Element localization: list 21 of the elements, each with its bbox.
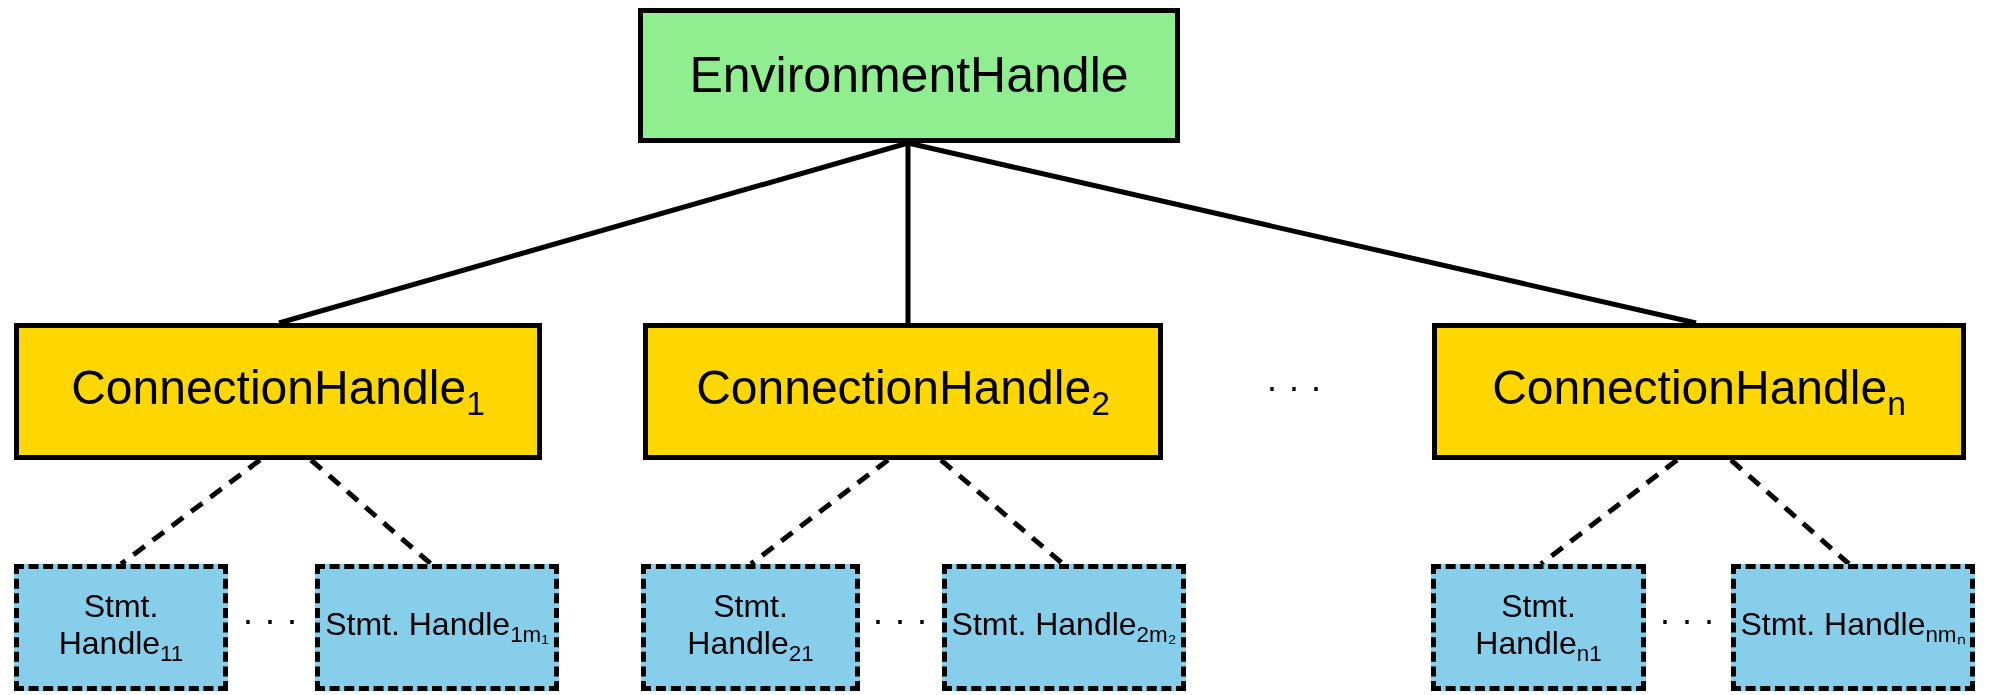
parent-box: ConnectionHandle$_{2}$ xyxy=(643,323,1163,460)
child-box: Stmt. Handle$_{n1}$ xyxy=(1431,564,1646,691)
ellipsis-text: · · · xyxy=(872,598,928,641)
connector-line xyxy=(1729,458,1851,566)
connector-line xyxy=(905,143,911,323)
parent-box: ConnectionHandle$_{1}$ xyxy=(14,323,542,460)
ellipsis-text: · · · xyxy=(1659,598,1715,641)
ellipsis-text: · · · xyxy=(242,598,298,641)
ellipsis-text: · · · xyxy=(1266,365,1322,408)
child-box: Stmt. Handle$_{nmₙ}$ xyxy=(1731,564,1975,691)
connector-line xyxy=(119,458,262,566)
connector-line xyxy=(309,458,433,566)
root-box: EnvironmentHandle xyxy=(638,8,1180,143)
child-box: Stmt. Handle$_{11}$ xyxy=(14,564,228,691)
child-box: Stmt. Handle$_{1m₁}$ xyxy=(315,564,559,691)
connector-line xyxy=(939,458,1065,566)
connector-line xyxy=(1539,458,1679,566)
child-box: Stmt. Handle$_{21}$ xyxy=(641,564,860,691)
parent-box: ConnectionHandle$_{n}$ xyxy=(1432,323,1966,460)
connector-line xyxy=(749,458,890,566)
child-box: Stmt. Handle$_{2m₂}$ xyxy=(942,564,1186,691)
